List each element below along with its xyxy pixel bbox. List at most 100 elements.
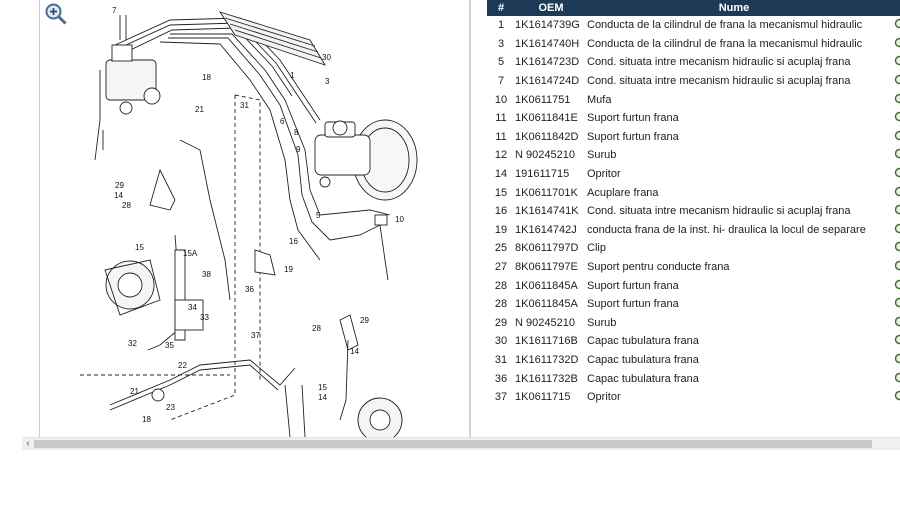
row-name: Mufa xyxy=(587,93,612,106)
magnifier-icon[interactable] xyxy=(894,204,900,218)
row-name: Cond. situata intre mecanism hidraulic s… xyxy=(587,75,851,88)
row-name: Surub xyxy=(587,149,617,162)
callout-label: 19 xyxy=(284,265,293,274)
col-header-oem[interactable]: OEM xyxy=(515,0,587,16)
magnifier-icon[interactable] xyxy=(894,74,900,88)
magnifier-icon[interactable] xyxy=(894,279,900,293)
row-action-cell xyxy=(881,332,900,351)
row-num: 7 xyxy=(497,75,505,88)
row-oem: 1K1614739G xyxy=(515,19,580,32)
row-num: 36 xyxy=(494,372,508,385)
table-row[interactable]: 11 1K0611841E Suport furtun frana xyxy=(487,109,900,128)
row-oem: 1K0611715 xyxy=(515,391,571,404)
col-header-pr[interactable]: Pr xyxy=(881,0,900,16)
row-action-cell xyxy=(881,388,900,407)
magnifier-icon[interactable] xyxy=(894,260,900,274)
row-oem: 1K1611732B xyxy=(515,372,578,385)
zoom-in-icon[interactable] xyxy=(44,2,68,26)
callout-label: 6 xyxy=(280,117,285,126)
callout-label: 1 xyxy=(290,71,295,80)
callout-label: 29 xyxy=(360,316,369,325)
magnifier-icon[interactable] xyxy=(894,37,900,51)
row-oem: 1K0611751 xyxy=(515,93,571,106)
callout-label: 15A xyxy=(183,249,198,258)
magnifier-icon[interactable] xyxy=(894,297,900,311)
row-num: 29 xyxy=(494,316,508,329)
row-oem: 1K0611841E xyxy=(515,112,578,125)
col-header-name[interactable]: Nume xyxy=(587,0,881,16)
row-action-cell xyxy=(881,239,900,258)
row-num: 30 xyxy=(494,335,508,348)
magnifier-icon[interactable] xyxy=(894,223,900,237)
row-oem: 1K1611716B xyxy=(515,335,578,348)
callout-label: 16 xyxy=(289,237,298,246)
magnifier-icon[interactable] xyxy=(894,334,900,348)
magnifier-icon[interactable] xyxy=(894,111,900,125)
row-oem: 1K1614723D xyxy=(515,56,580,69)
row-name: Suport pentru conducte frana xyxy=(587,261,730,274)
callout-label: 21 xyxy=(195,105,204,114)
row-num: 19 xyxy=(494,223,508,236)
arrow-left-icon[interactable]: ‹ xyxy=(26,438,30,449)
row-oem: 8K0611797E xyxy=(515,261,578,274)
magnifier-icon[interactable] xyxy=(894,316,900,330)
row-name: Opritor xyxy=(587,391,621,404)
horizontal-scrollbar[interactable]: ‹ xyxy=(22,437,900,450)
row-action-cell xyxy=(881,165,900,184)
row-oem: 1K0611701K xyxy=(515,186,578,199)
row-action-cell xyxy=(881,35,900,54)
row-action-cell xyxy=(881,146,900,165)
magnifier-icon[interactable] xyxy=(894,93,900,107)
magnifier-icon[interactable] xyxy=(894,55,900,69)
magnifier-icon[interactable] xyxy=(894,186,900,200)
callout-label: 28 xyxy=(312,324,321,333)
callout-label: 33 xyxy=(200,313,209,322)
callout-label: 36 xyxy=(245,285,254,294)
magnifier-icon[interactable] xyxy=(894,167,900,181)
magnifier-icon[interactable] xyxy=(894,353,900,367)
magnifier-icon[interactable] xyxy=(894,372,900,386)
row-name: Suport furtun frana xyxy=(587,298,679,311)
magnifier-icon[interactable] xyxy=(894,241,900,255)
row-oem: 1K0611845A xyxy=(515,279,578,292)
row-action-cell xyxy=(881,183,900,202)
row-name: Capac tubulatura frana xyxy=(587,353,699,366)
col-header-num[interactable]: # xyxy=(487,0,515,16)
row-name: Suport furtun frana xyxy=(587,112,679,125)
row-num: 11 xyxy=(495,112,507,125)
magnifier-icon[interactable] xyxy=(894,148,900,162)
scrollbar-thumb[interactable] xyxy=(34,440,872,448)
row-action-cell xyxy=(881,276,900,295)
magnifier-icon[interactable] xyxy=(894,390,900,404)
row-action-cell xyxy=(881,53,900,72)
row-oem: 191611715 xyxy=(515,168,570,181)
callout-label: 15 xyxy=(318,383,327,392)
callout-label: 18 xyxy=(202,73,211,82)
magnifier-icon[interactable] xyxy=(894,18,900,32)
callout-label: 5 xyxy=(316,211,321,220)
row-num: 11 xyxy=(495,130,507,143)
callout-label: 31 xyxy=(240,101,249,110)
magnifier-icon[interactable] xyxy=(894,130,900,144)
row-name: Suport furtun frana xyxy=(587,279,679,292)
